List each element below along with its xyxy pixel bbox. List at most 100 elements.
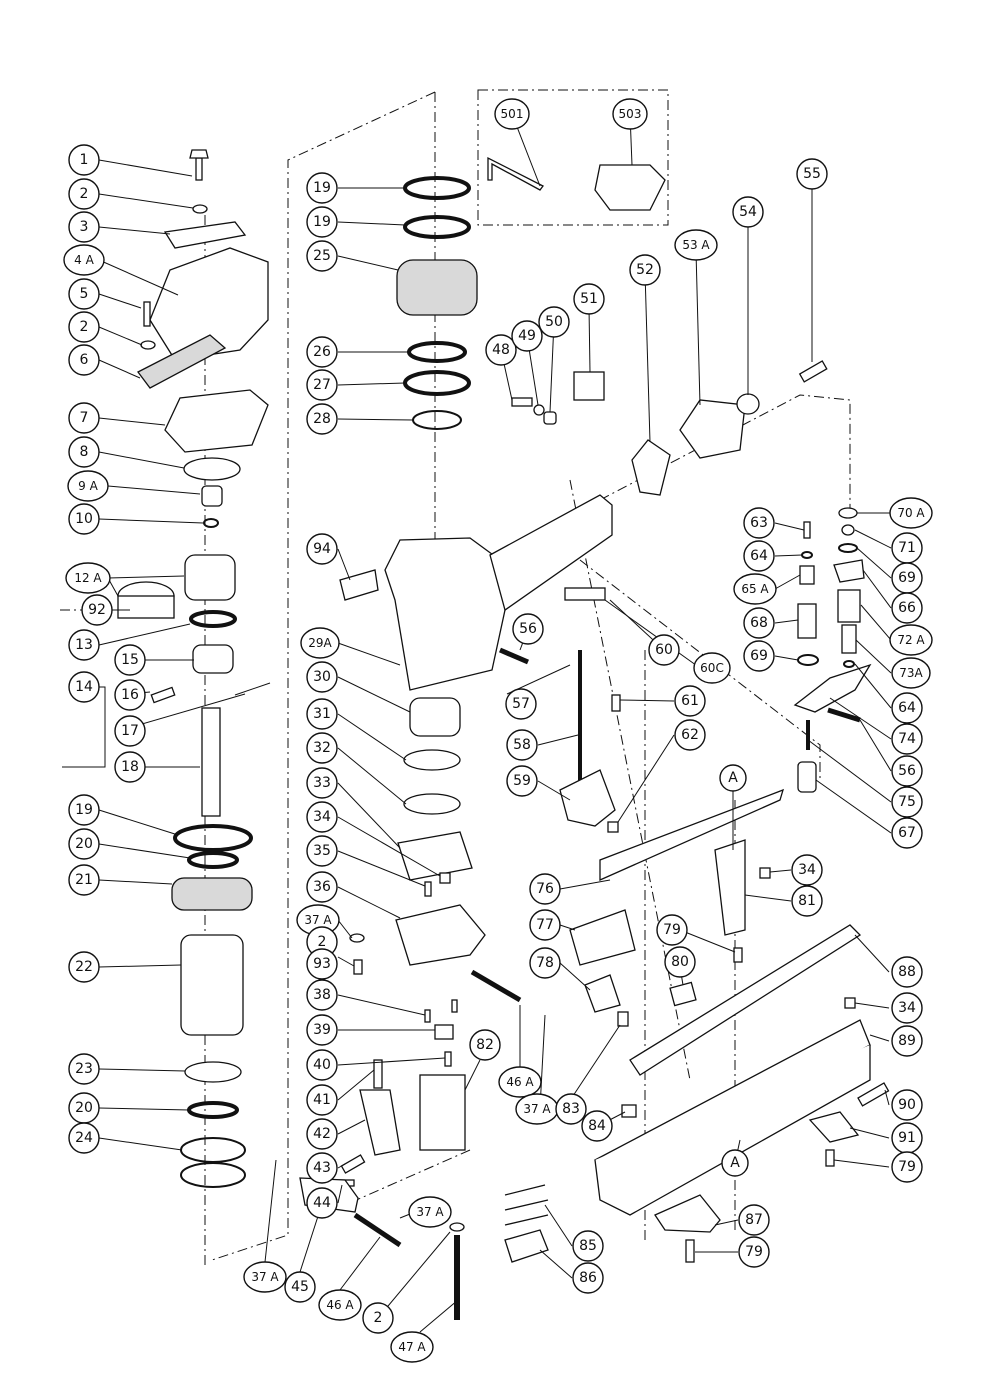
guide-87 [654, 1194, 721, 1233]
callout-16: 16 [114, 679, 146, 711]
valve-9a [201, 485, 223, 507]
svg-text:78: 78 [536, 955, 554, 971]
pin-56b [827, 707, 861, 723]
bushing-50 [543, 411, 557, 425]
nut-34c [844, 997, 856, 1009]
svg-text:30: 30 [313, 669, 331, 685]
svg-text:36: 36 [313, 879, 331, 895]
clip-66 [833, 559, 865, 583]
callout-48: 48 [485, 334, 517, 366]
goggles-503 [594, 164, 666, 211]
callout-73a: 73A [891, 657, 931, 689]
svg-text:58: 58 [513, 737, 531, 753]
callout-65a: 65 A [733, 573, 777, 605]
callout-83: 83 [555, 1093, 587, 1125]
svg-text:49: 49 [518, 328, 536, 344]
callout-37a: 37 A [243, 1261, 287, 1293]
svg-text:35: 35 [313, 843, 331, 859]
callout-53a: 53 A [674, 229, 718, 261]
callout-46a: 46 A [318, 1289, 362, 1321]
svg-text:89: 89 [898, 1033, 916, 1049]
callout-8: 8 [68, 436, 100, 468]
callout-5: 5 [68, 278, 100, 310]
callout-74: 74 [891, 723, 923, 755]
svg-text:37 A: 37 A [304, 913, 332, 927]
svg-text:39: 39 [313, 1022, 331, 1038]
label-60 [564, 587, 606, 601]
trigger-74 [793, 663, 872, 713]
screw-48 [511, 397, 533, 407]
callout-4a: 4 A [63, 244, 105, 276]
callout-42: 42 [306, 1118, 338, 1150]
leader-lines [62, 113, 892, 1333]
screw-83 [617, 1011, 629, 1027]
svg-text:52: 52 [636, 262, 654, 278]
callout-21: 21 [68, 864, 100, 896]
svg-text:19: 19 [313, 214, 331, 230]
bracket-77 [569, 909, 636, 966]
screw-40 [444, 1051, 452, 1067]
pin-46a-upper [470, 969, 522, 1003]
svg-text:69: 69 [898, 570, 916, 586]
o-ring-64b [843, 660, 855, 668]
svg-text:77: 77 [536, 917, 554, 933]
spring-63 [803, 521, 811, 539]
svg-text:85: 85 [579, 1238, 597, 1254]
svg-text:31: 31 [313, 706, 331, 722]
washer-2 [192, 204, 208, 214]
callout-37a: 37 A [408, 1196, 452, 1228]
svg-text:73A: 73A [899, 666, 923, 680]
callout-39: 39 [306, 1014, 338, 1046]
callout-60: 60 [648, 634, 680, 666]
cap-3 [163, 221, 247, 249]
callout-79: 79 [738, 1236, 770, 1268]
callout-54: 54 [732, 196, 764, 228]
svg-text:34: 34 [898, 1000, 916, 1016]
callout-34: 34 [791, 854, 823, 886]
svg-text:2: 2 [374, 1310, 383, 1326]
callout-57: 57 [505, 688, 537, 720]
bracket-6 [137, 334, 227, 389]
screw-79b [825, 1149, 835, 1167]
callout-2: 2 [68, 311, 100, 343]
pin-56a [499, 647, 529, 665]
callout-24: 24 [68, 1122, 100, 1154]
svg-text:79: 79 [898, 1159, 916, 1175]
callout-a: A [721, 1149, 749, 1177]
svg-text:47 A: 47 A [398, 1340, 426, 1354]
callout-56: 56 [891, 755, 923, 787]
callout-35: 35 [306, 835, 338, 867]
callout-18: 18 [114, 751, 146, 783]
svg-text:37 A: 37 A [523, 1102, 551, 1116]
svg-text:45: 45 [291, 1279, 309, 1295]
nut-34a [439, 872, 451, 884]
callout-3: 3 [68, 211, 100, 243]
callout-36: 36 [306, 871, 338, 903]
callout-37a: 37 A [296, 904, 340, 936]
clip-78 [584, 974, 621, 1013]
svg-text:83: 83 [562, 1101, 580, 1117]
callout-67: 67 [891, 817, 923, 849]
valve-72a [837, 589, 861, 623]
bushing-68 [797, 603, 817, 639]
clip-84 [621, 1104, 637, 1118]
spring-41 [373, 1059, 383, 1089]
ring-23 [184, 1061, 242, 1083]
svg-text:16: 16 [121, 687, 139, 703]
svg-text:90: 90 [898, 1097, 916, 1113]
callout-40: 40 [306, 1049, 338, 1081]
callout-46a: 46 A [498, 1066, 542, 1098]
o-ring-20b [187, 1101, 239, 1119]
svg-text:82: 82 [476, 1037, 494, 1053]
callout-47a: 47 A [390, 1331, 434, 1363]
svg-text:62: 62 [681, 727, 699, 743]
ring-71 [841, 524, 855, 536]
callout-71: 71 [891, 532, 923, 564]
plate-8 [183, 457, 241, 481]
svg-text:56: 56 [898, 763, 916, 779]
svg-text:60: 60 [655, 642, 673, 658]
bracket-81 [714, 839, 746, 936]
svg-text:84: 84 [588, 1118, 606, 1134]
callout-51: 51 [573, 283, 605, 315]
callout-17: 17 [114, 715, 146, 747]
